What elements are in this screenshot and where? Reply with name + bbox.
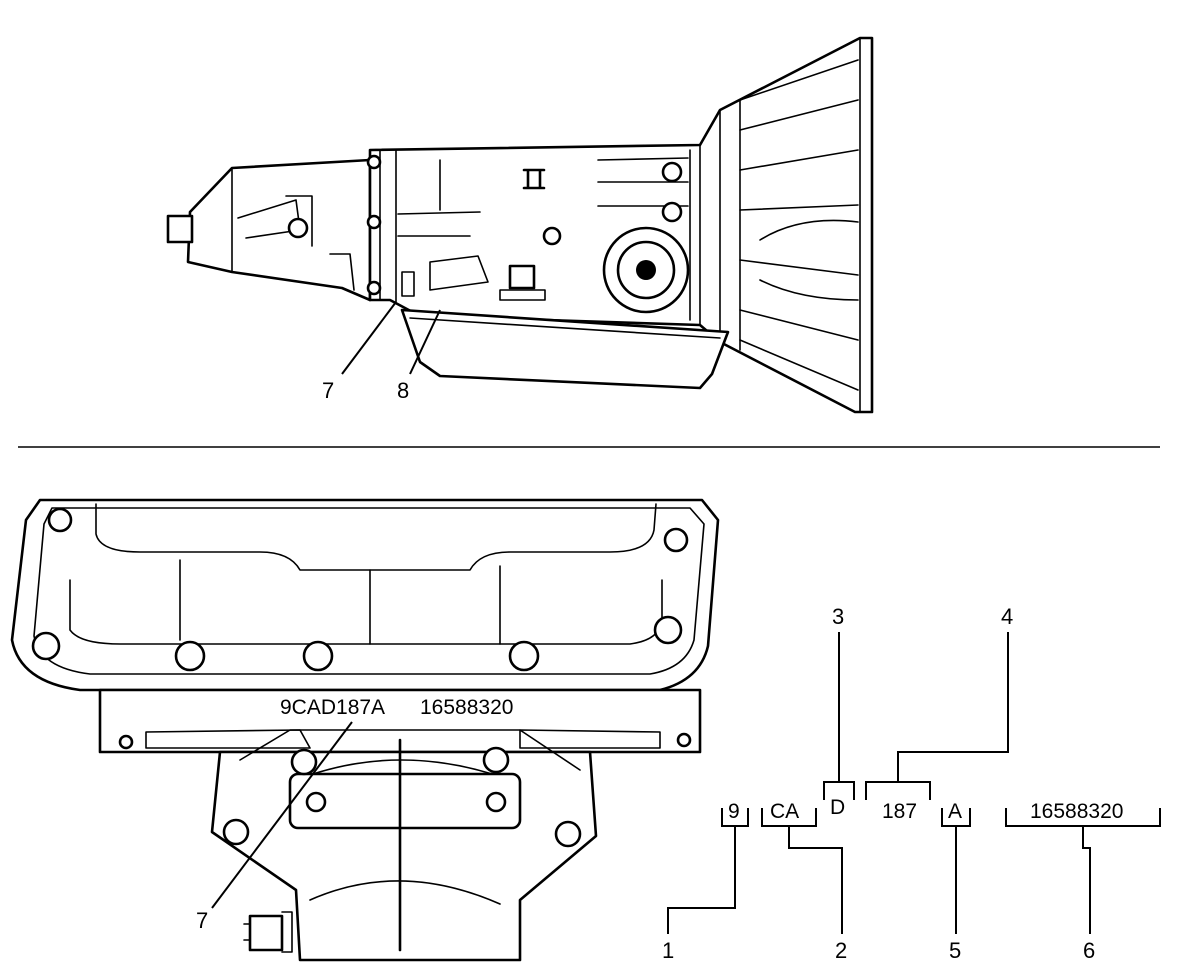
leader-1: [667, 826, 736, 934]
leader-7-top: [341, 301, 397, 375]
stamped-id: 9CAD187A 16588320: [280, 696, 513, 719]
callout-8: 8: [397, 378, 409, 403]
leader-6: [1082, 826, 1091, 934]
leader-7-bottom: [211, 721, 353, 909]
code-part-number: 16588320: [1030, 800, 1123, 823]
oil-pan-bottom-view: [10, 498, 720, 962]
stamp-code: 9CAD187A: [280, 696, 385, 719]
leader-8: [409, 309, 441, 375]
leader-2: [788, 826, 843, 934]
callout-5: 5: [949, 938, 961, 963]
code-breakdown: 9 CA D 187 A 16588320 1 2 3 4 5 6: [662, 604, 1161, 963]
callout-3: 3: [832, 604, 844, 629]
code-year: 9: [728, 800, 740, 823]
callout-4: 4: [1001, 604, 1013, 629]
transmission-side-view: [166, 36, 874, 414]
stamp-part-number: 16588320: [420, 696, 513, 719]
callout-2: 2: [835, 938, 847, 963]
code-shift: D: [830, 796, 845, 819]
code-day: 187: [882, 800, 917, 823]
callout-6: 6: [1083, 938, 1095, 963]
code-suffix: A: [948, 800, 962, 823]
code-plant: CA: [770, 800, 799, 823]
bracket-day: [865, 781, 931, 800]
callout-7-bottom: 7: [196, 908, 208, 933]
callout-1: 1: [662, 938, 674, 963]
callout-7-top: 7: [322, 378, 334, 403]
leader-4: [897, 632, 1009, 782]
callout-group-top: 7 8: [322, 301, 441, 403]
